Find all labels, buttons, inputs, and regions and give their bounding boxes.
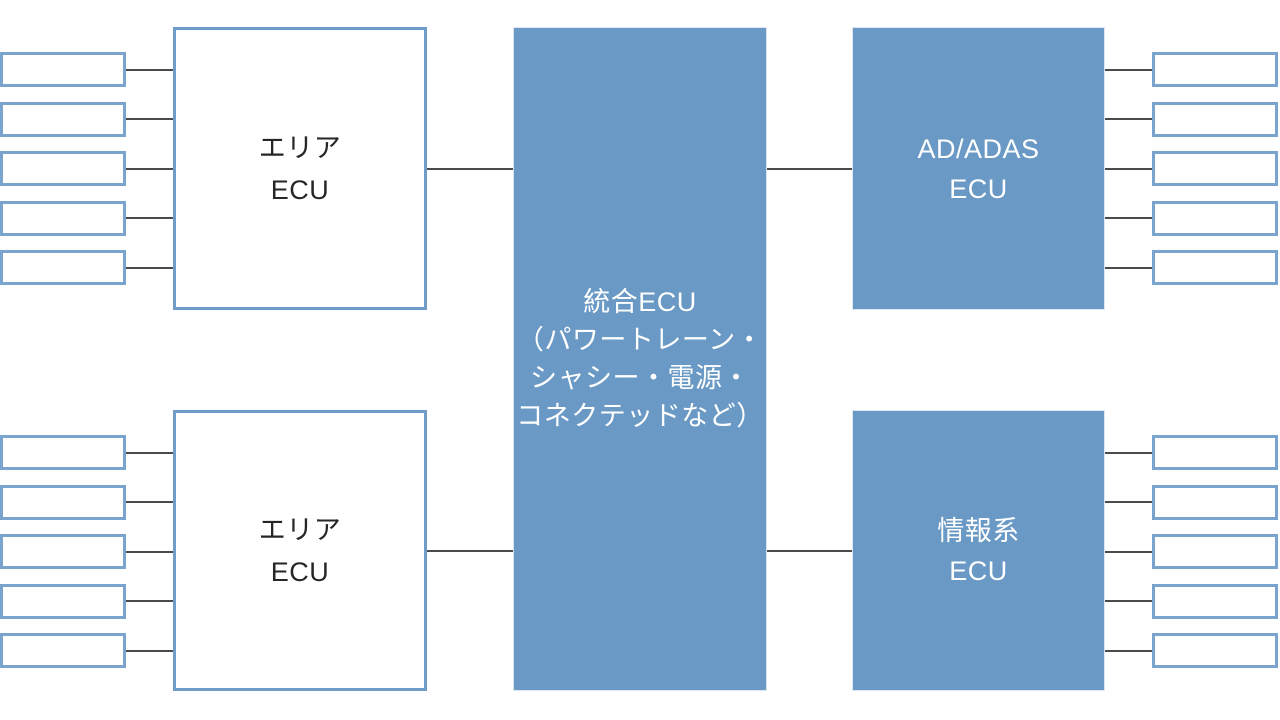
connector-line-right-top-1 (1105, 68, 1152, 71)
connector-line-left-bottom-1 (126, 451, 173, 454)
connector-line-left-bottom-5 (126, 649, 173, 652)
peripheral-box-left-bottom-1 (0, 435, 126, 470)
peripheral-box-left-top-5 (0, 250, 126, 285)
peripheral-box-right-bottom-5 (1152, 633, 1278, 668)
connector-line-right-bottom-4 (1105, 600, 1152, 602)
peripheral-box-left-top-1 (0, 52, 126, 87)
connector-line-left-top-2 (126, 118, 173, 120)
connector-line-left-top-5 (126, 266, 173, 269)
peripheral-box-right-top-4 (1152, 200, 1278, 236)
connector-line-left-bottom-2 (126, 501, 173, 503)
area-ecu-top-label: エリア ECU (258, 132, 342, 205)
connector-line-left-bottom-3 (126, 550, 173, 553)
info-ecu-label: 情報系 ECU (937, 515, 1020, 586)
info-ecu-node: 情報系 ECU (852, 410, 1105, 691)
connector-line-right-bottom-1 (1105, 451, 1152, 454)
connector-line-area-top-to-integrated (427, 167, 513, 170)
connector-line-left-top-3 (126, 167, 173, 170)
connector-line-integrated-to-info (767, 549, 852, 552)
peripheral-box-left-bottom-5 (0, 633, 126, 668)
ad-adas-ecu-label: AD/ADAS ECU (917, 133, 1040, 204)
ad-adas-ecu-node: AD/ADAS ECU (852, 27, 1105, 310)
connector-line-area-bottom-to-integrated (427, 549, 513, 552)
connector-line-right-bottom-3 (1105, 550, 1152, 553)
connector-line-left-top-1 (126, 68, 173, 71)
peripheral-box-right-bottom-3 (1152, 534, 1278, 569)
peripheral-box-left-bottom-2 (0, 484, 126, 520)
connector-line-right-top-5 (1105, 266, 1152, 269)
peripheral-box-right-top-3 (1152, 151, 1278, 186)
peripheral-box-left-top-3 (0, 151, 126, 186)
peripheral-box-right-bottom-4 (1152, 583, 1278, 619)
peripheral-box-right-top-5 (1152, 250, 1278, 285)
peripheral-box-right-bottom-1 (1152, 435, 1278, 470)
peripheral-box-left-top-2 (0, 101, 126, 137)
connector-line-right-bottom-2 (1105, 501, 1152, 503)
integrated-ecu-label: 統合ECU （パワートレーン・ シャシー・電源・ コネクテッドなど） (516, 287, 764, 431)
integrated-ecu-node: 統合ECU （パワートレーン・ シャシー・電源・ コネクテッドなど） (513, 27, 767, 691)
area-ecu-bottom-node: エリア ECU (173, 410, 427, 691)
peripheral-box-left-bottom-4 (0, 583, 126, 619)
area-ecu-top-node: エリア ECU (173, 27, 427, 310)
connector-line-right-top-3 (1105, 167, 1152, 170)
connector-line-left-bottom-4 (126, 600, 173, 602)
connector-line-right-top-2 (1105, 118, 1152, 120)
connector-line-left-top-4 (126, 217, 173, 219)
peripheral-box-right-bottom-2 (1152, 484, 1278, 520)
area-ecu-bottom-label: エリア ECU (258, 514, 342, 587)
peripheral-box-left-bottom-3 (0, 534, 126, 569)
peripheral-box-left-top-4 (0, 200, 126, 236)
peripheral-box-right-top-2 (1152, 101, 1278, 137)
connector-line-right-bottom-5 (1105, 649, 1152, 652)
connector-line-integrated-to-ad-adas (767, 167, 852, 170)
peripheral-box-right-top-1 (1152, 52, 1278, 87)
connector-line-right-top-4 (1105, 217, 1152, 219)
